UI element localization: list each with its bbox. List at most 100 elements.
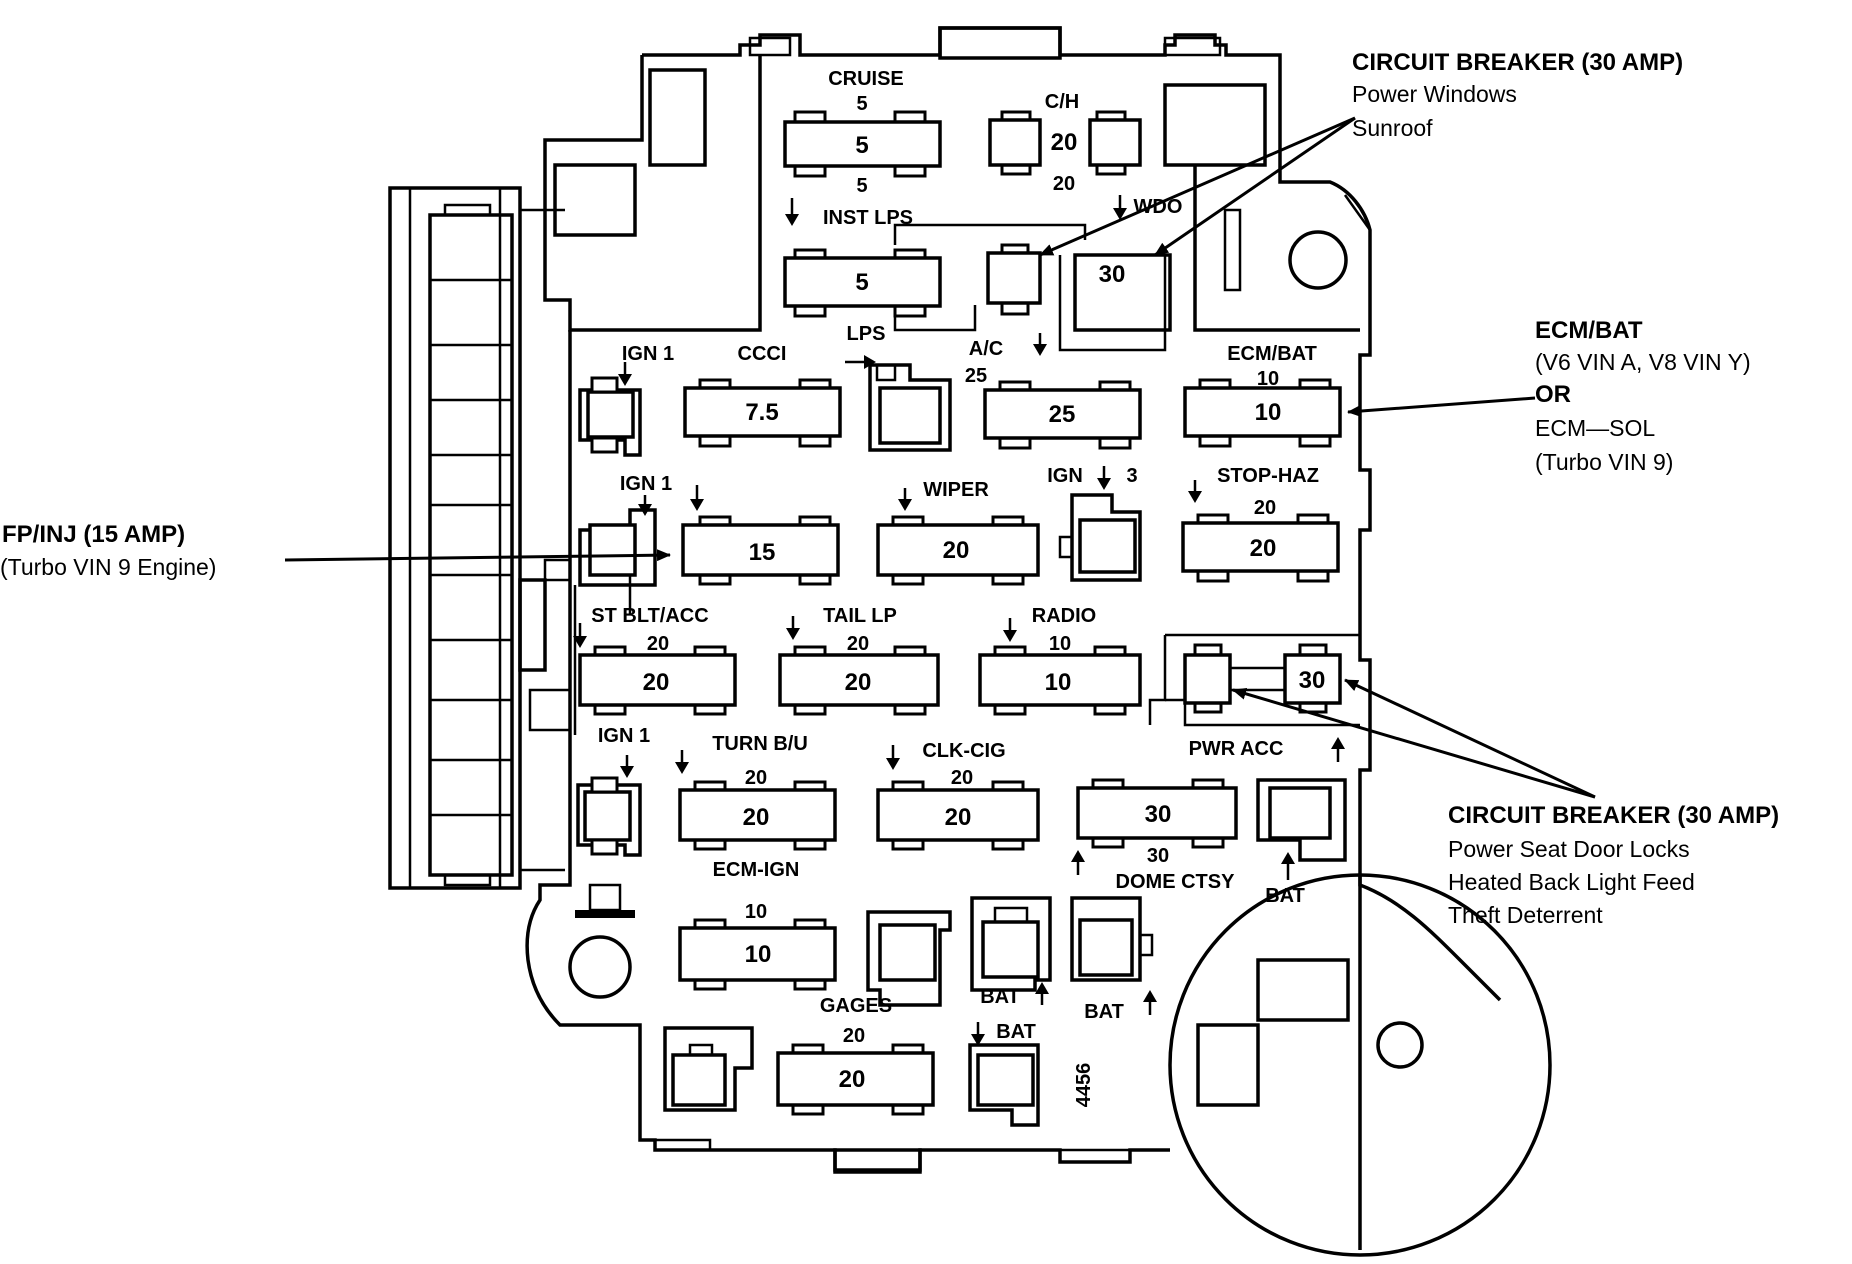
fuse-label: WIPER bbox=[923, 479, 989, 501]
fuse-rating-top: 10 bbox=[1257, 368, 1279, 390]
fuse-lps[interactable]: LPS bbox=[845, 323, 952, 452]
callout-line: (Turbo VIN 9) bbox=[1535, 449, 1673, 475]
fuse-rating: 30 bbox=[1099, 261, 1126, 288]
fuse-st-blt-acc[interactable]: ST BLT/ACC 20 20 bbox=[573, 605, 737, 716]
fuse-label: IGN 1 bbox=[620, 473, 672, 495]
fuse-label: STOP-HAZ bbox=[1217, 465, 1319, 487]
callout-title: FP/INJ (15 AMP) bbox=[2, 521, 185, 548]
fuse-rating: 15 bbox=[749, 539, 776, 566]
fuse-wiper[interactable]: WIPER 20 bbox=[876, 479, 1040, 586]
fuse-label: BAT bbox=[980, 986, 1020, 1008]
fuse-rating: 20 bbox=[643, 669, 670, 696]
fuse-label: C/H bbox=[1045, 91, 1079, 113]
fuse-label: TURN B/U bbox=[712, 733, 808, 755]
fuse-ac[interactable]: A/C 25 25 bbox=[965, 333, 1142, 450]
fuse-rating-top: 20 bbox=[745, 767, 767, 789]
fuse-turn-bu[interactable]: TURN B/U 20 20 bbox=[675, 733, 837, 851]
fuse-rating: 30 bbox=[1299, 667, 1326, 694]
fuse-label-suffix: 3 bbox=[1126, 465, 1137, 487]
fuse-label: ECM-IGN bbox=[713, 859, 800, 881]
fuse-label: ST BLT/ACC bbox=[591, 605, 708, 627]
leader-line bbox=[1344, 678, 1596, 799]
fuse-rating: 10 bbox=[745, 941, 772, 968]
fuse-rating-top: 25 bbox=[965, 365, 987, 387]
fuse-tail-lp[interactable]: TAIL LP 20 20 bbox=[778, 605, 940, 716]
callout-title: CIRCUIT BREAKER (30 AMP) bbox=[1448, 802, 1779, 829]
fuse-rating: 20 bbox=[1051, 129, 1078, 156]
callout-fp-inj: FP/INJ (15 AMP) (Turbo VIN 9 Engine) bbox=[0, 521, 671, 580]
callout-title: CIRCUIT BREAKER (30 AMP) bbox=[1352, 49, 1683, 76]
inner-partitions bbox=[573, 223, 1360, 735]
fuse-pwr-acc-cb[interactable]: 30 bbox=[1183, 643, 1342, 714]
leader-line bbox=[1347, 396, 1536, 418]
fuse-label: LPS bbox=[847, 323, 886, 345]
fuse-radio[interactable]: RADIO 10 10 bbox=[978, 605, 1142, 716]
fuse-stop-haz[interactable]: STOP-HAZ 20 20 bbox=[1181, 465, 1340, 583]
fuse-label: IGN 1 bbox=[622, 343, 674, 365]
fuse-inst-lps[interactable]: 5 INST LPS 5 bbox=[783, 175, 942, 318]
callout-line: Heated Back Light Feed bbox=[1448, 869, 1695, 895]
fuse-bat-a[interactable]: BAT bbox=[1256, 778, 1347, 907]
fuse-rating-top: 10 bbox=[745, 901, 767, 923]
fuse-label: IGN bbox=[1047, 465, 1083, 487]
leader-line bbox=[1154, 116, 1356, 257]
fuse-cruise[interactable]: CRUISE 5 5 bbox=[783, 68, 942, 178]
callout-circuit-breaker-top: CIRCUIT BREAKER (30 AMP) Power Windows S… bbox=[1039, 49, 1683, 257]
fuse-bat-c[interactable]: BAT bbox=[1070, 896, 1157, 1023]
fuse-label: CCCI bbox=[738, 343, 787, 365]
fuse-rating-bottom: 20 bbox=[1053, 173, 1075, 195]
fuse-label: BAT bbox=[996, 1021, 1036, 1043]
fuse-label: A/C bbox=[969, 338, 1003, 360]
fuse-ccci[interactable]: CCCI 7.5 bbox=[683, 343, 842, 448]
callout-line: Power Windows bbox=[1352, 81, 1517, 107]
callout-circuit-breaker-bottom: CIRCUIT BREAKER (30 AMP) Power Seat Door… bbox=[1232, 678, 1779, 928]
fuse-label: PWR ACC bbox=[1189, 738, 1284, 760]
fuse-fp-inj[interactable]: 15 bbox=[681, 485, 840, 586]
fuse-rating: 7.5 bbox=[745, 399, 778, 426]
callout-title: ECM/BAT bbox=[1535, 317, 1643, 344]
fuse-rating: 20 bbox=[743, 804, 770, 831]
fuse-rating: 20 bbox=[845, 669, 872, 696]
fuse-ign1-a[interactable]: IGN 1 bbox=[578, 343, 674, 457]
leader-line bbox=[1232, 687, 1596, 799]
fuse-rating-top: 20 bbox=[847, 633, 869, 655]
fuse-rating: 20 bbox=[839, 1066, 866, 1093]
fuse-pwr-acc: PWR ACC bbox=[1189, 737, 1345, 762]
leader-line bbox=[284, 549, 671, 562]
fuse-rating: 30 bbox=[1145, 801, 1172, 828]
fuse-ign3[interactable]: IGN 3 bbox=[1047, 465, 1142, 582]
fuse-label: DOME CTSY bbox=[1116, 871, 1236, 893]
fuse-ign1-b[interactable]: IGN 1 bbox=[578, 473, 672, 587]
fuse-ign1-c[interactable]: IGN 1 bbox=[576, 725, 650, 857]
fuse-label: CRUISE bbox=[828, 68, 904, 90]
fuse-gages[interactable]: GAGES bbox=[820, 910, 952, 1017]
fuse-bottom-20[interactable]: 20 20 bbox=[776, 1025, 935, 1116]
fuse-label: INST LPS bbox=[823, 207, 913, 229]
fuse-ch[interactable]: C/H 20 20 bbox=[988, 91, 1142, 195]
relay-lower-left[interactable] bbox=[663, 1026, 754, 1112]
fuse-clk-cig[interactable]: CLK-CIG 20 20 bbox=[876, 740, 1040, 851]
fuse-label: BAT bbox=[1084, 1001, 1124, 1023]
callout-line: (V6 VIN A, V8 VIN Y) bbox=[1535, 349, 1751, 375]
fuse-label: IGN 1 bbox=[598, 725, 650, 747]
fuse-label: RADIO bbox=[1032, 605, 1096, 627]
fuse-rating: 25 bbox=[1049, 401, 1076, 428]
fuse-label: BAT bbox=[1265, 885, 1305, 907]
fuse-label: CLK-CIG bbox=[922, 740, 1005, 762]
fuse-bat-b[interactable]: BAT bbox=[970, 896, 1052, 1008]
callout-line: OR bbox=[1535, 381, 1571, 408]
fuse-rating-top: 5 bbox=[856, 93, 867, 115]
fuse-wdo[interactable]: WDO 30 bbox=[986, 195, 1182, 332]
callout-ecm-bat: ECM/BAT (V6 VIN A, V8 VIN Y) OR ECM—SOL … bbox=[1347, 317, 1751, 475]
callout-line: Power Seat Door Locks bbox=[1448, 836, 1690, 862]
fuse-ecm-bat[interactable]: ECM/BAT 10 10 bbox=[1183, 343, 1342, 448]
fuse-rating-top: 20 bbox=[843, 1025, 865, 1047]
fuse-rating-top: 10 bbox=[1049, 633, 1071, 655]
fuse-rating-top: 20 bbox=[647, 633, 669, 655]
callout-line: Theft Deterrent bbox=[1448, 902, 1603, 928]
fuse-dome-ctsy[interactable]: 30 30 DOME CTSY bbox=[1071, 778, 1238, 893]
callout-line: Sunroof bbox=[1352, 115, 1433, 141]
fuse-ecm-ign[interactable]: ECM-IGN 10 10 bbox=[678, 859, 837, 991]
fuse-bat-d[interactable]: BAT bbox=[968, 1021, 1040, 1127]
